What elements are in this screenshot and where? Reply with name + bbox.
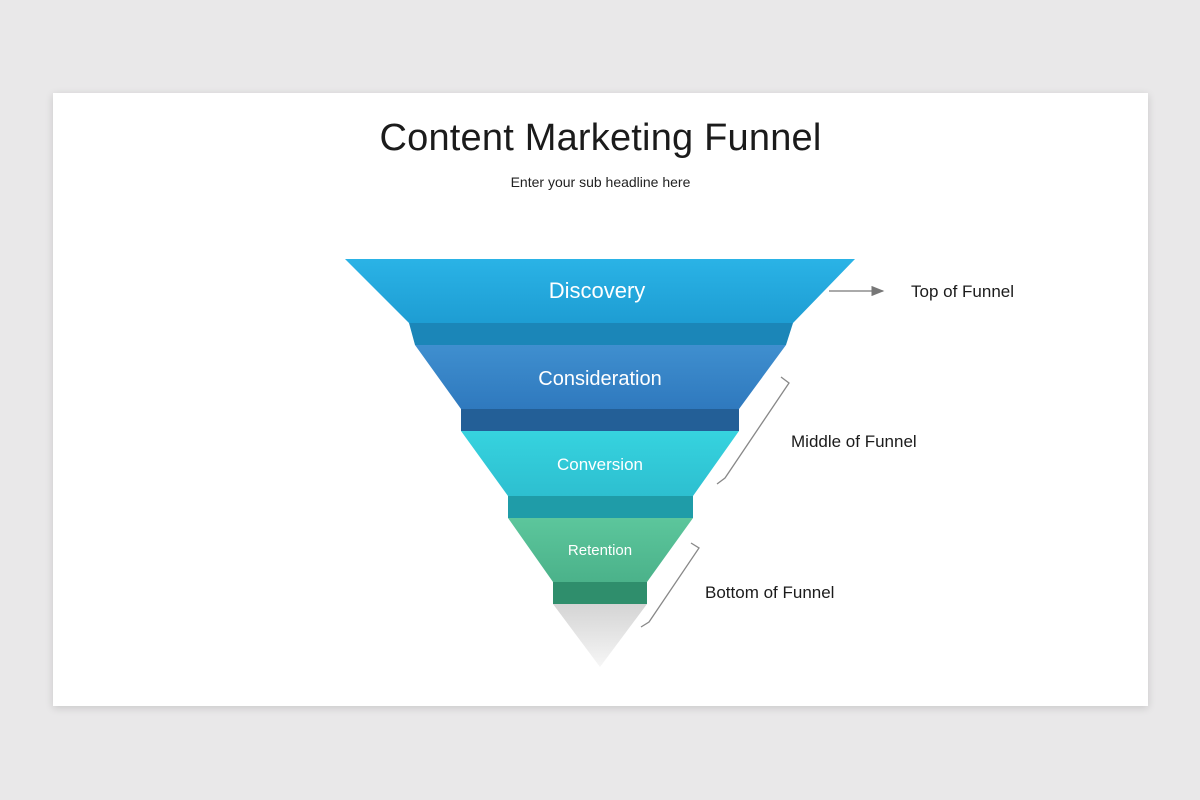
stage-label-retention: Retention bbox=[568, 542, 632, 559]
funnel-tip bbox=[553, 604, 647, 667]
slide-title: Content Marketing Funnel bbox=[379, 117, 822, 159]
stage-connector-retention bbox=[553, 582, 647, 604]
middle-of-funnel-label: Middle of Funnel bbox=[791, 432, 917, 451]
slide-subtitle: Enter your sub headline here bbox=[510, 174, 691, 190]
stage-shape-consideration[interactable] bbox=[415, 345, 786, 409]
stage-shape-retention[interactable] bbox=[508, 518, 693, 582]
stage-shape-conversion[interactable] bbox=[461, 431, 739, 496]
stage-label-discovery: Discovery bbox=[549, 278, 646, 303]
stage-connector-consideration bbox=[461, 409, 739, 431]
bottom-of-funnel-label: Bottom of Funnel bbox=[705, 583, 834, 602]
stage-connector-conversion bbox=[508, 496, 693, 518]
top-of-funnel-label: Top of Funnel bbox=[911, 282, 1014, 301]
funnel-diagram: Discovery Consideration Conversion Reten… bbox=[345, 259, 1014, 667]
stage-label-conversion: Conversion bbox=[557, 455, 643, 474]
stage-shape-discovery[interactable] bbox=[345, 259, 855, 323]
middle-of-funnel-bracket bbox=[716, 376, 790, 485]
stage-label-consideration: Consideration bbox=[538, 368, 661, 390]
stage-connector-discovery bbox=[409, 323, 793, 345]
slide: Content Marketing Funnel Enter your sub … bbox=[53, 93, 1148, 706]
bottom-of-funnel-bracket bbox=[640, 542, 700, 628]
